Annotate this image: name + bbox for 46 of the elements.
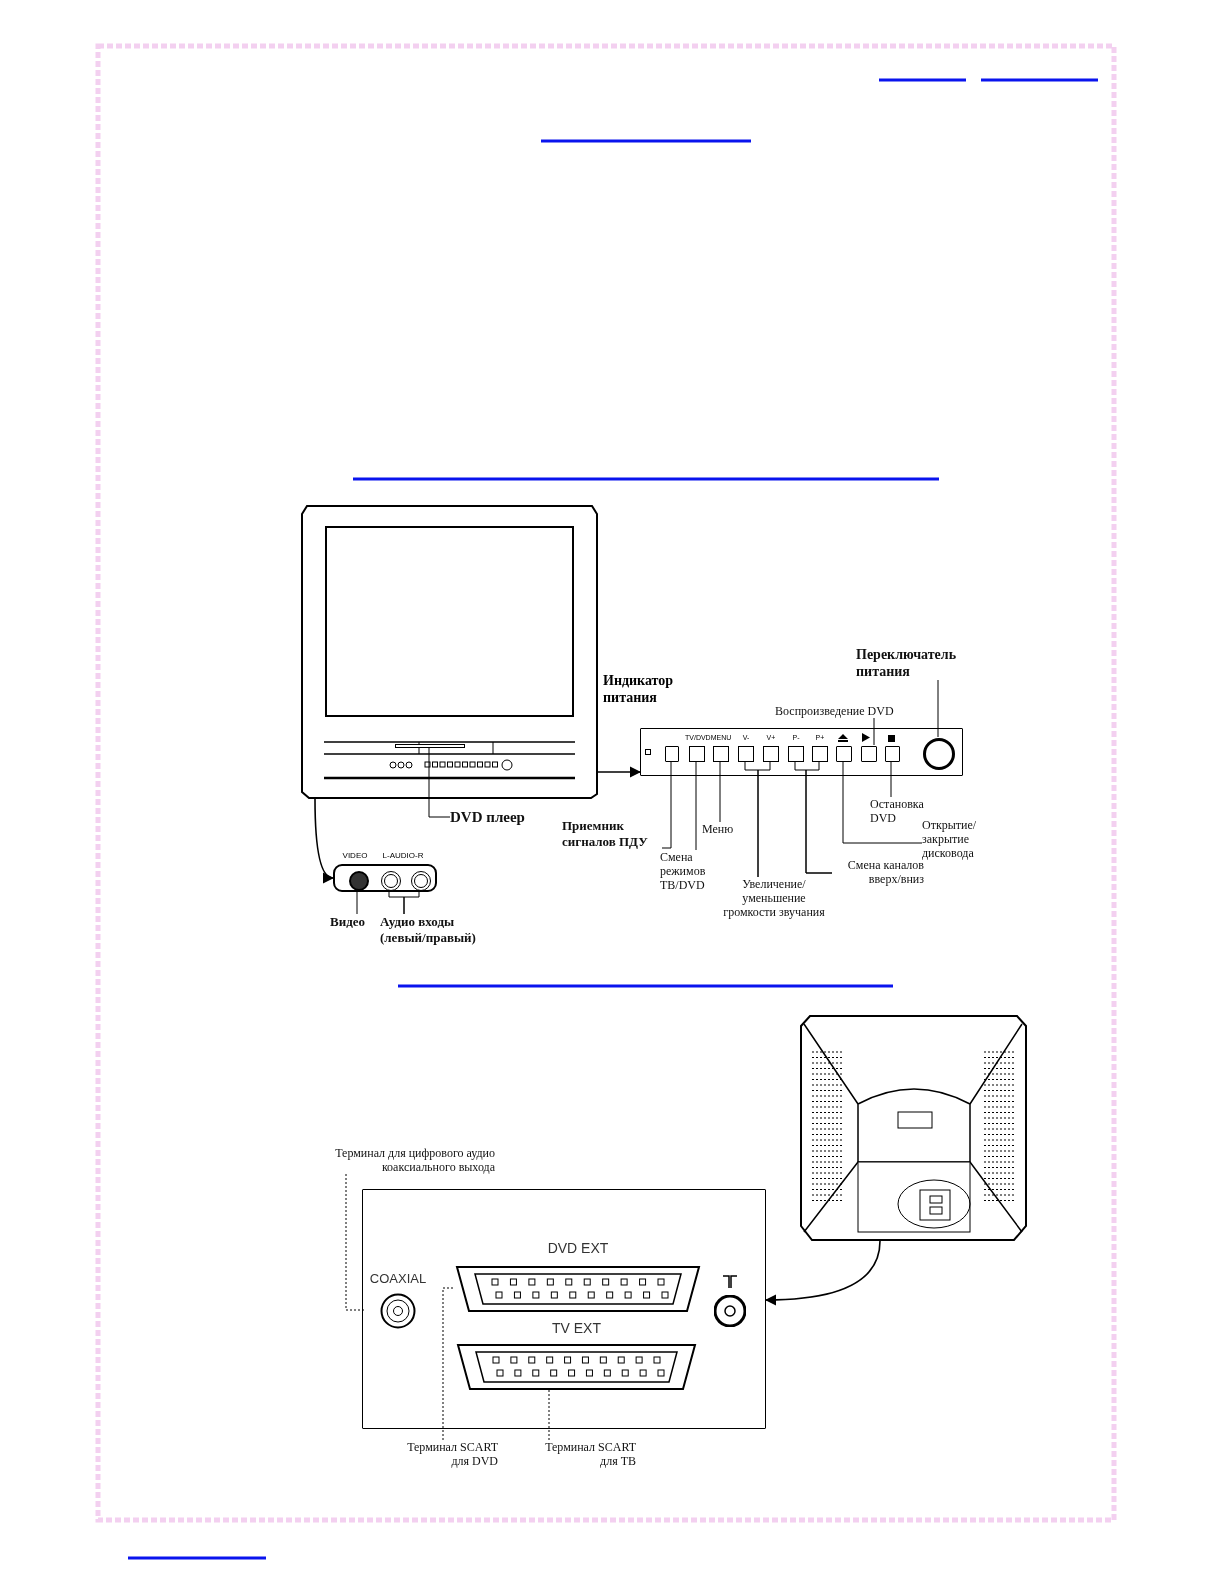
audio-jack	[381, 871, 401, 891]
power-knob	[923, 738, 955, 770]
callout-text: Терминал SCART для DVD	[398, 1440, 498, 1468]
callout-text: Открытие/ закрытие дисковода	[922, 818, 994, 860]
connector-panel	[362, 1189, 766, 1429]
leader-line	[345, 1173, 367, 1311]
leader-line	[890, 760, 892, 798]
callout-text: Видео	[330, 914, 376, 930]
callout-text: DVD плеер	[450, 808, 550, 826]
push-button	[665, 746, 679, 762]
callout-text: Смена каналов вверх/вниз	[832, 858, 924, 886]
leader-line	[661, 760, 672, 849]
part-label: VIDEO	[341, 851, 369, 861]
arrow	[764, 1240, 881, 1306]
connector-label: DVD EXT	[546, 1239, 610, 1257]
callout-text: Меню	[702, 822, 742, 836]
video-jack	[349, 871, 369, 891]
connector-label: TV EXT	[551, 1319, 602, 1337]
connector-label: COAXIAL	[368, 1271, 428, 1287]
push-button	[861, 746, 877, 762]
disc-slot	[395, 744, 465, 748]
push-button	[885, 746, 900, 762]
jack-panel	[333, 864, 437, 892]
callout-text: Переключатель питания	[856, 646, 986, 680]
callout-text: Терминал SCART для ТВ	[536, 1440, 636, 1468]
arrow	[597, 766, 642, 778]
leader-line	[757, 760, 771, 878]
push-button	[836, 746, 852, 762]
part-label: Индикатор питания	[603, 672, 675, 706]
leader-line	[442, 1287, 455, 1441]
leader-line	[805, 760, 833, 874]
callout-text: Приемник сигналов ПДУ	[562, 818, 662, 850]
leader-line	[842, 760, 923, 844]
part-label: L-AUDIO-R	[381, 851, 425, 861]
audio-jack	[411, 871, 431, 891]
callout-text: Аудио входы (левый/правый)	[380, 914, 495, 946]
leader-line	[873, 717, 875, 746]
leader-line	[428, 747, 451, 818]
leader-line	[719, 760, 721, 823]
leader-line	[695, 760, 697, 851]
control-panel	[640, 728, 963, 776]
leader-line	[548, 1389, 550, 1441]
callout-text: Воспроизведение DVD	[775, 704, 915, 718]
arrow	[314, 798, 335, 882]
leader-line	[937, 679, 939, 738]
callout-text: Терминал для цифрового аудио коаксиального выхода	[280, 1146, 495, 1174]
